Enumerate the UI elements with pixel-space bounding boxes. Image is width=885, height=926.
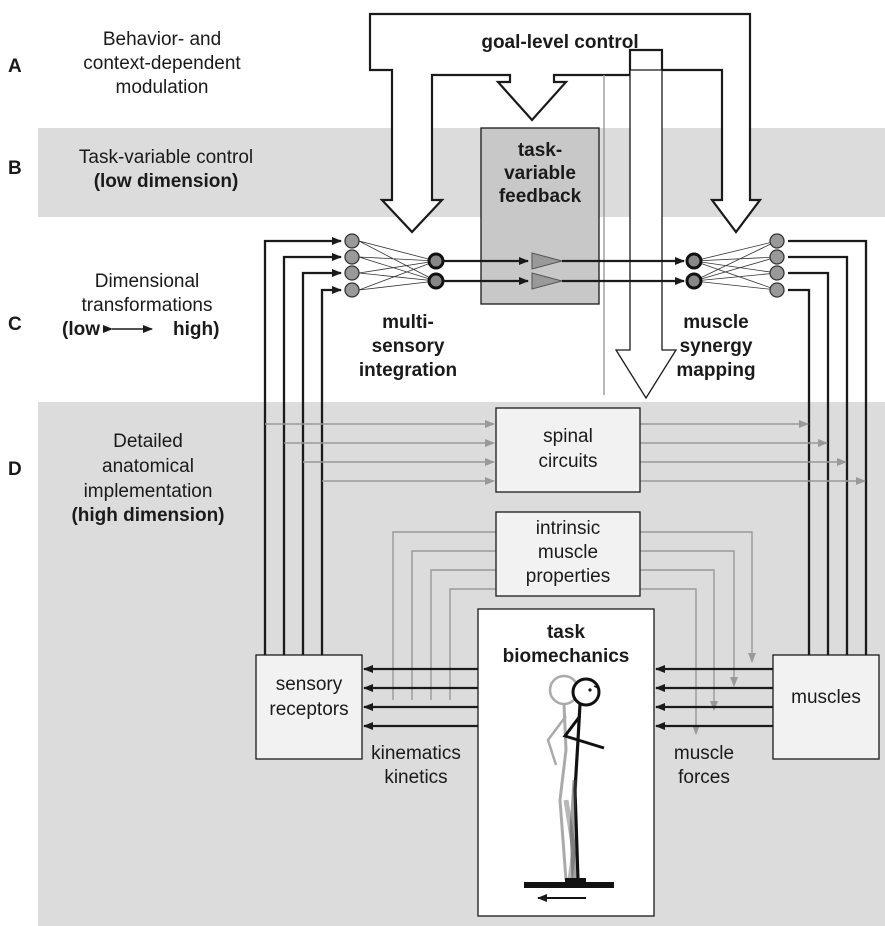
muscles-label: muscles xyxy=(791,687,861,708)
level-c-low: (low xyxy=(62,319,100,340)
level-d-line3: implementation xyxy=(84,481,213,502)
level-b-bold: (low dimension) xyxy=(94,171,239,192)
spinal-line1: spinal xyxy=(543,426,593,447)
multisensory-network xyxy=(344,233,445,298)
level-a-line3: modulation xyxy=(116,77,209,98)
level-c-letter: C xyxy=(8,314,22,335)
gain-triangle-1 xyxy=(531,252,564,270)
multisensory-line1: multi- xyxy=(382,312,434,333)
afferent-lines xyxy=(263,237,342,683)
intrinsic-line3: properties xyxy=(526,566,611,587)
task-feedback-line2: variable xyxy=(504,163,576,184)
biomech-to-sensory-arrows xyxy=(363,665,478,730)
muscles-to-biomech-arrows xyxy=(655,665,773,730)
spinal-gray-lines xyxy=(265,420,866,485)
muscle-forces-line2: forces xyxy=(678,767,730,788)
multisensory-line2: sensory xyxy=(372,336,445,357)
kinematics-line1: kinematics xyxy=(371,743,461,764)
synergy-line1: muscle xyxy=(683,312,748,333)
sensory-line1: sensory xyxy=(276,674,343,695)
synergy-network xyxy=(685,233,785,298)
muscles-box xyxy=(772,654,880,760)
level-a-line1: Behavior- and xyxy=(103,29,221,50)
level-d-line2: anatomical xyxy=(102,456,194,477)
goal-to-spinal-arrow xyxy=(614,69,678,400)
level-c-line1: Dimensional xyxy=(95,271,200,292)
synergy-line3: mapping xyxy=(676,360,755,381)
biomech-line1: task xyxy=(547,622,585,643)
level-d-bold: (high dimension) xyxy=(71,505,224,526)
intrinsic-gray-lines xyxy=(392,531,756,735)
intrinsic-properties-box xyxy=(495,511,641,597)
task-feedback-line1: task- xyxy=(518,140,562,161)
intrinsic-line2: muscle xyxy=(538,542,598,563)
muscle-forces-line1: muscle xyxy=(674,743,734,764)
level-c-high: high) xyxy=(173,319,219,340)
level-b-letter: B xyxy=(8,158,22,179)
spinal-line2: circuits xyxy=(538,451,597,472)
biomech-line2: biomechanics xyxy=(503,646,630,667)
efferent-lines xyxy=(788,239,870,681)
level-b-line1: Task-variable control xyxy=(79,147,253,168)
level-d-line1: Detailed xyxy=(113,431,183,452)
spinal-circuits-box xyxy=(495,407,641,493)
band-d xyxy=(38,402,885,926)
level-c-line2: transformations xyxy=(82,295,213,316)
level-a-line2: context-dependent xyxy=(83,53,241,74)
sensory-receptors-box xyxy=(255,654,363,760)
kinematics-line2: kinetics xyxy=(384,767,447,788)
goal-label: goal-level control xyxy=(481,32,638,53)
multisensory-line3: integration xyxy=(359,360,457,381)
sensory-line2: receptors xyxy=(269,699,348,720)
task-feedback-line3: feedback xyxy=(499,186,582,207)
level-a-letter: A xyxy=(8,56,22,77)
gain-triangle-2 xyxy=(531,272,564,290)
synergy-line2: synergy xyxy=(680,336,753,357)
goal-control-arrow xyxy=(368,12,763,234)
intrinsic-line1: intrinsic xyxy=(536,518,600,539)
stick-figure-illustration xyxy=(524,674,614,902)
level-d-letter: D xyxy=(8,459,22,480)
